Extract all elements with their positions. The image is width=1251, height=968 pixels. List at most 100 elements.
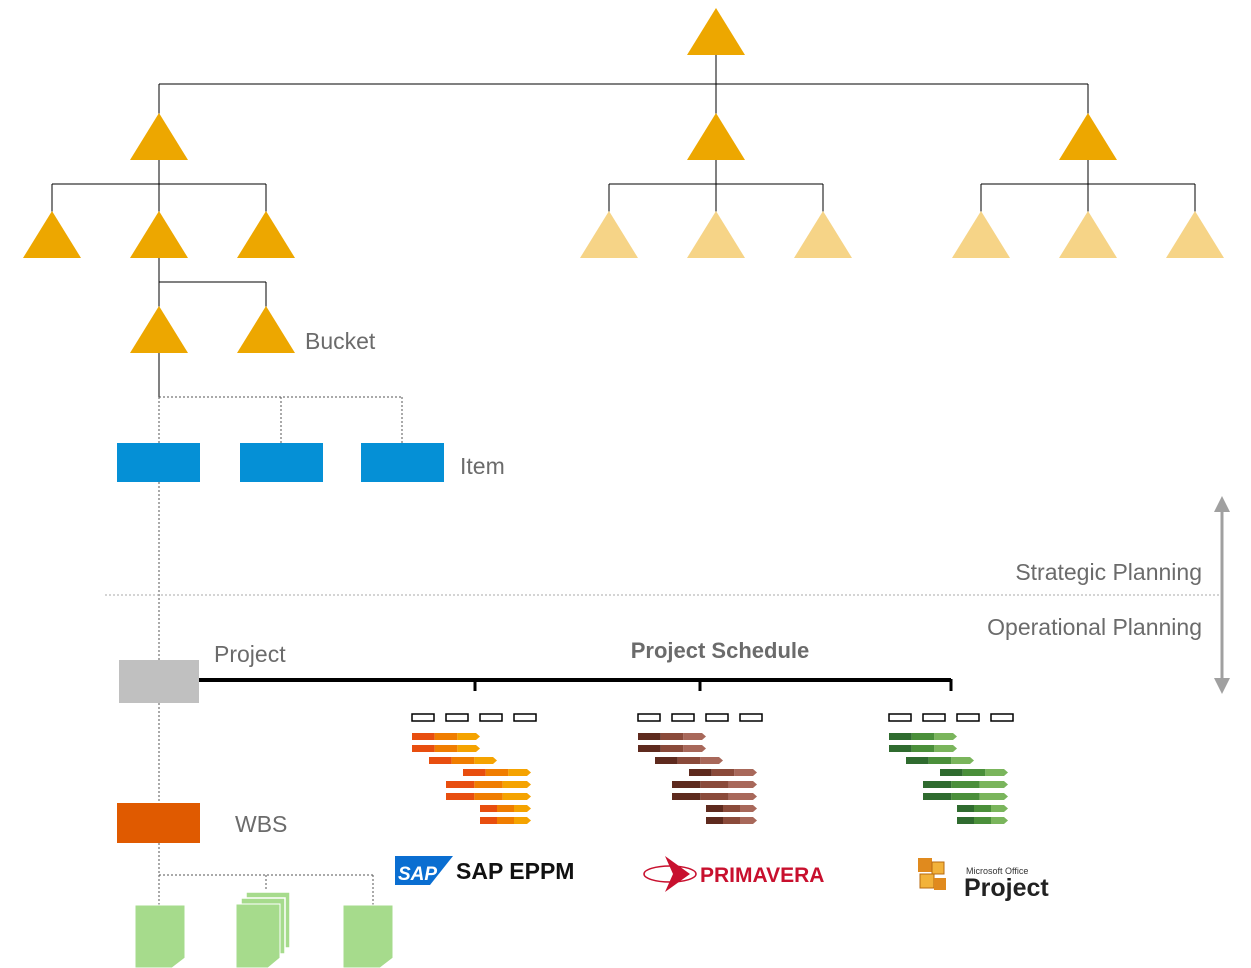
- gantt-header-cell: [922, 713, 946, 722]
- gantt-header-cell: [445, 713, 469, 722]
- bucket-l1-middle: [687, 113, 745, 160]
- gantt-header-cell: [637, 713, 661, 722]
- sap-logo-text: SAP: [398, 864, 437, 885]
- item-connectors: [158, 396, 403, 905]
- project-schedule-connector: [199, 678, 953, 691]
- ms-project-logo: Microsoft Office Project: [918, 858, 1049, 902]
- bucket-l2-2: [130, 211, 188, 258]
- bucket-l2-4: [580, 211, 638, 258]
- gantt-bar-segment: [934, 733, 957, 740]
- document-nodes: [134, 891, 394, 968]
- gantt-bar-segment: [474, 781, 503, 788]
- gantt-bar-segment: [480, 817, 497, 824]
- gantt-sap: [411, 713, 537, 824]
- wbs-label: WBS: [235, 811, 287, 837]
- ms-project-mark-1: [918, 858, 932, 872]
- gantt-bar-segment: [740, 817, 757, 824]
- bucket-l2-6: [794, 211, 852, 258]
- gantt-bar-segment: [734, 769, 757, 776]
- gantt-bar-segment: [638, 733, 661, 740]
- gantt-bar-segment: [480, 805, 497, 812]
- bucket-l3-2: [237, 306, 295, 353]
- gantt-bar-segment: [728, 781, 757, 788]
- gantt-bar-segment: [497, 817, 514, 824]
- gantt-header-cell: [888, 713, 912, 722]
- gantt-bar-segment: [706, 817, 723, 824]
- gantt-msproject: [888, 713, 1014, 824]
- bucket-label: Bucket: [305, 328, 376, 354]
- gantt-bar-segment: [723, 805, 740, 812]
- sap-logo-mark: [395, 856, 453, 885]
- gantt-bar-segment: [497, 805, 514, 812]
- gantt-bar-segment: [934, 745, 957, 752]
- gantt-bar-segment: [991, 817, 1008, 824]
- gantt-bar-segment: [660, 733, 684, 740]
- gantt-bar-segment: [683, 733, 706, 740]
- gantt-bar-segment: [638, 745, 661, 752]
- ms-project-mark-3: [919, 873, 935, 889]
- gantt-bar-segment: [672, 793, 701, 800]
- gantt-bar-segment: [434, 745, 458, 752]
- bucket-root: [687, 8, 745, 55]
- planning-level-arrow: [1214, 496, 1230, 694]
- bucket-l1-right: [1059, 113, 1117, 160]
- gantt-header-cell: [411, 713, 435, 722]
- ms-project-name: Project: [964, 874, 1049, 902]
- gantt-bar-segment: [672, 781, 701, 788]
- document-stack-front: [235, 903, 281, 968]
- gantt-header-cell: [671, 713, 695, 722]
- gantt-bar-segment: [457, 745, 480, 752]
- gantt-header-cell: [739, 713, 763, 722]
- item-box-1: [117, 443, 200, 482]
- gantt-bar-segment: [740, 805, 757, 812]
- gantt-bar-segment: [474, 793, 503, 800]
- gantt-bar-segment: [974, 817, 991, 824]
- gantt-bar-segment: [700, 781, 729, 788]
- gantt-bar-segment: [502, 781, 531, 788]
- gantt-bar-segment: [706, 805, 723, 812]
- gantt-bar-segment: [911, 745, 935, 752]
- document-1: [134, 904, 186, 968]
- sap-eppm-logo: SAP SAP EPPM: [395, 856, 574, 885]
- gantt-bar-segment: [463, 769, 486, 776]
- project-schedule-label: Project Schedule: [631, 638, 810, 663]
- gantt-bar-segment: [957, 817, 974, 824]
- gantt-bar-segment: [923, 781, 952, 788]
- bucket-l2-9: [1166, 211, 1224, 258]
- gantt-bar-segment: [683, 745, 706, 752]
- gantt-bar-segment: [728, 793, 757, 800]
- gantt-bar-segment: [979, 781, 1008, 788]
- project-box: [119, 660, 199, 703]
- gantt-bar-segment: [923, 793, 952, 800]
- item-nodes: [117, 443, 444, 482]
- gantt-bar-segment: [689, 769, 712, 776]
- gantt-header-cell: [990, 713, 1014, 722]
- primavera-mark-arrow: [665, 856, 690, 892]
- gantt-bar-segment: [889, 745, 912, 752]
- bucket-l2-3: [237, 211, 295, 258]
- gantt-bar-segment: [474, 757, 497, 764]
- bucket-l2-7: [952, 211, 1010, 258]
- gantt-bar-segment: [514, 817, 531, 824]
- bucket-connectors: [51, 55, 1196, 397]
- gantt-bar-segment: [660, 745, 684, 752]
- primavera-logo: PRIMAVERA: [643, 856, 824, 892]
- gantt-bar-segment: [457, 733, 480, 740]
- gantt-bar-segment: [991, 805, 1008, 812]
- gantt-bar-segment: [911, 733, 935, 740]
- gantt-bar-segment: [723, 817, 740, 824]
- bucket-l2-8: [1059, 211, 1117, 258]
- gantt-bar-segment: [906, 757, 929, 764]
- gantt-bar-segment: [429, 757, 452, 764]
- gantt-bar-segment: [957, 805, 974, 812]
- bucket-l3-1: [130, 306, 188, 353]
- bucket-nodes: [23, 8, 1224, 353]
- gantt-header-cell: [705, 713, 729, 722]
- gantt-bar-segment: [928, 757, 952, 764]
- gantt-bar-segment: [974, 805, 991, 812]
- gantt-bar-segment: [889, 733, 912, 740]
- item-box-2: [240, 443, 323, 482]
- item-box-3: [361, 443, 444, 482]
- sap-eppm-name: SAP EPPM: [456, 858, 574, 884]
